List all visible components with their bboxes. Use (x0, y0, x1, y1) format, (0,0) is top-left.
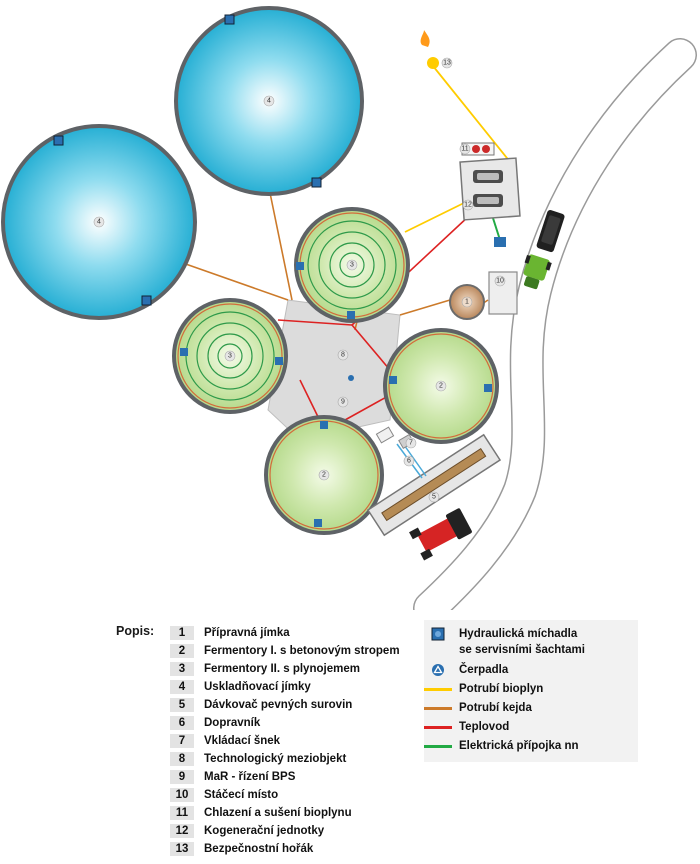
legend-slurry-pipe: Potrubí kejda (424, 700, 532, 716)
pump-icon (348, 375, 354, 381)
svg-text:2: 2 (439, 383, 443, 390)
svg-text:12: 12 (464, 202, 472, 209)
screw-feeder (375, 426, 395, 444)
marker-3b: 3 (224, 350, 236, 362)
solid-feeder (366, 433, 502, 537)
svg-text:4: 4 (97, 219, 101, 226)
svg-text:2: 2 (322, 472, 326, 479)
marker-5: 5 (428, 491, 440, 503)
safety-flare (420, 30, 439, 69)
svg-text:1: 1 (465, 299, 469, 306)
marker-10: 10 (494, 275, 506, 287)
svg-text:10: 10 (496, 278, 504, 285)
truck (523, 210, 565, 290)
marker-11: 11 (459, 143, 471, 155)
svg-text:6: 6 (407, 458, 411, 465)
mixer-icon (424, 626, 452, 641)
marker-13: 13 (441, 57, 453, 69)
svg-text:8: 8 (341, 352, 345, 359)
svg-text:9: 9 (341, 399, 345, 406)
marker-2b: 2 (318, 469, 330, 481)
legend-mixers-line1: Hydraulická míchadla (459, 628, 578, 640)
svg-text:3: 3 (228, 353, 232, 360)
transformer (494, 237, 506, 247)
road (413, 38, 697, 610)
legend-title: Popis: (116, 624, 155, 638)
marker-2a: 2 (435, 380, 447, 392)
svg-text:4: 4 (267, 98, 271, 105)
marker-8: 8 (337, 349, 349, 361)
svg-text:13: 13 (443, 60, 451, 67)
marker-6: 6 (403, 455, 415, 467)
legend-mixers-line2: se servisními šachtami (459, 644, 585, 656)
svg-text:5: 5 (432, 494, 436, 501)
svg-text:3: 3 (350, 262, 354, 269)
electric-line-swatch (424, 744, 452, 748)
marker-9: 9 (337, 396, 349, 408)
cogeneration-building (459, 157, 521, 221)
legend-biogas-pipe: Potrubí bioplyn (424, 681, 543, 697)
number-markers: 4 4 3 3 2 2 8 9 1 10 11 12 13 7 6 5 (93, 57, 506, 503)
tractor-red (409, 508, 472, 561)
symbol-legend-background (424, 620, 638, 762)
svg-text:7: 7 (409, 440, 413, 447)
slurry-line-swatch (424, 706, 452, 710)
marker-4b: 4 (263, 95, 275, 107)
marker-1: 1 (461, 296, 473, 308)
legend-pumps: Čerpadla (424, 662, 508, 678)
electric-line (491, 214, 501, 241)
legend-electric: Elektrická přípojka nn (424, 738, 579, 754)
legend-heat-pipe: Teplovod (424, 719, 509, 735)
marker-7: 7 (405, 437, 417, 449)
marker-12: 12 (462, 199, 474, 211)
heat-line-swatch (424, 725, 452, 729)
site-plan: 4 4 3 3 2 2 8 9 1 10 11 12 13 7 6 5 (1, 6, 697, 610)
marker-4a: 4 (93, 216, 105, 228)
svg-text:11: 11 (461, 146, 468, 153)
marker-3a: 3 (346, 259, 358, 271)
legend-mixers: Hydraulická míchadla se servisními šacht… (424, 626, 585, 658)
pump-legend-icon (424, 663, 452, 678)
biogas-line-swatch (424, 687, 452, 691)
